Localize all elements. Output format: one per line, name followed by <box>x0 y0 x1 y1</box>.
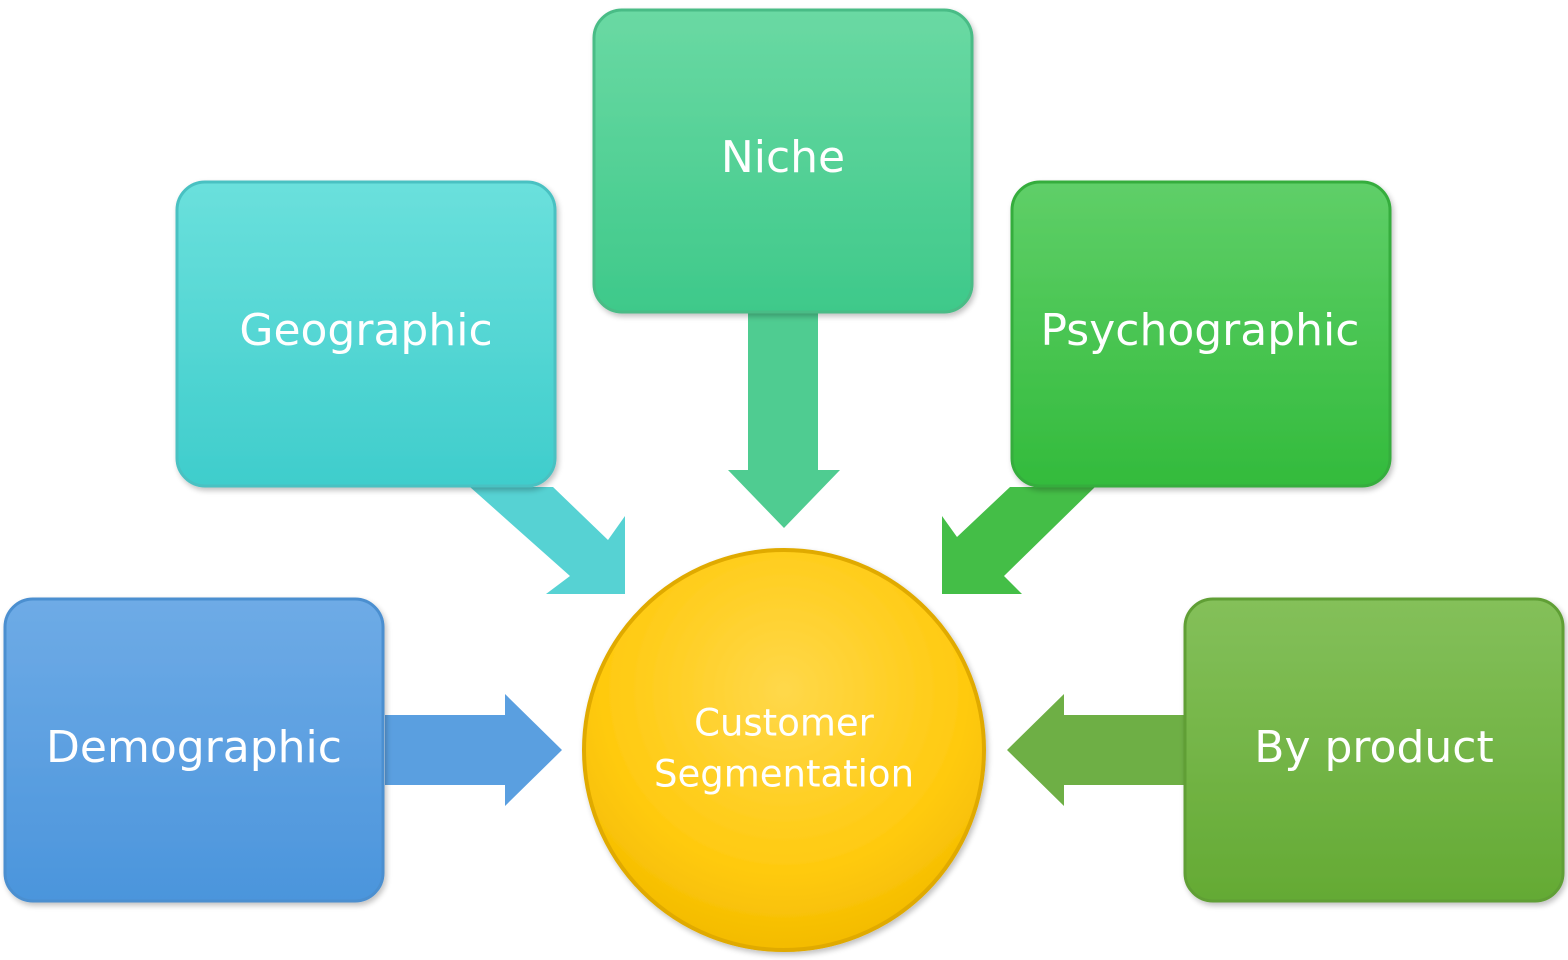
node-psychographic: Psychographic <box>1010 180 1392 488</box>
center-node: Customer Segmentation <box>582 548 986 952</box>
arrow-byproduct-to-center <box>1007 694 1185 806</box>
node-by-product-box <box>1183 597 1565 903</box>
node-niche-label: Niche <box>721 132 845 183</box>
arrow-geographic-to-center <box>470 487 625 594</box>
node-demographic-label: Demographic <box>46 722 342 773</box>
node-geographic-label: Geographic <box>239 305 492 356</box>
node-demographic: Demographic <box>3 597 385 903</box>
center-label-line1: Customer <box>694 702 875 745</box>
node-by-product-label: By product <box>1254 722 1493 773</box>
node-niche-box <box>592 8 974 314</box>
arrow-psychographic-to-center <box>942 487 1095 594</box>
arrow-niche-to-center <box>728 312 840 528</box>
node-psychographic-label: Psychographic <box>1041 305 1360 356</box>
node-geographic: Geographic <box>175 180 557 488</box>
arrow-demographic-to-center <box>385 694 562 806</box>
node-demographic-box <box>3 597 385 903</box>
node-geographic-box <box>175 180 557 488</box>
center-label-line2: Segmentation <box>654 753 914 796</box>
center-circle <box>582 548 986 952</box>
node-niche: Niche <box>592 8 974 314</box>
node-psychographic-box <box>1010 180 1392 488</box>
node-by-product: By product <box>1183 597 1565 903</box>
